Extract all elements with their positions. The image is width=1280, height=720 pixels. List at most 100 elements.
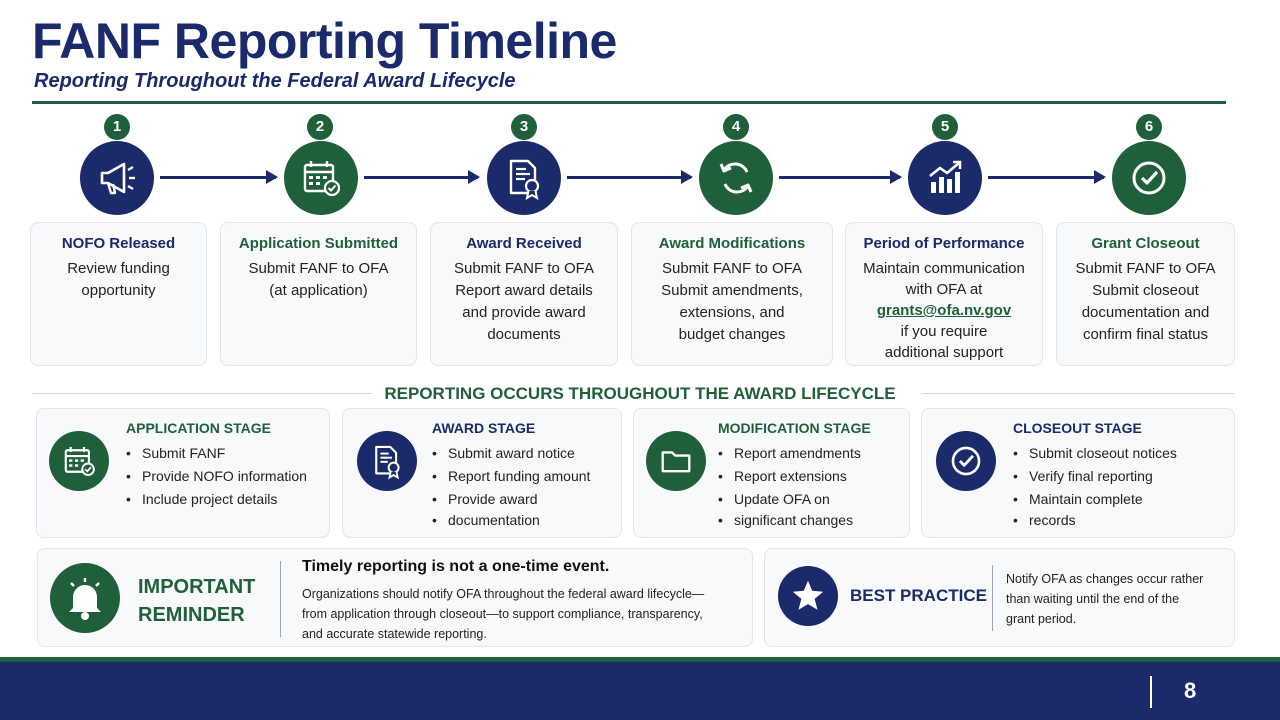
stage-card-closeout: CLOSEOUT STAGE Submit closeout notices V… (921, 408, 1235, 538)
stage-list: Submit award notice Report funding amoun… (432, 443, 590, 533)
divider-line-right (922, 393, 1234, 394)
calendar-check-icon (64, 446, 95, 477)
stage-card-modification: MODIFICATION STAGE Report amendments Rep… (633, 408, 910, 538)
step-number-6: 6 (1136, 114, 1162, 140)
arrow-3-4 (567, 170, 693, 184)
award-document-icon (375, 445, 400, 480)
best-practice-icon (778, 566, 838, 626)
list-item: Report amendments (718, 443, 861, 464)
page-subtitle: Reporting Throughout the Federal Award L… (34, 70, 516, 92)
step-number-2: 2 (307, 114, 333, 140)
step-desc: Submit FANF to OFA (661, 260, 803, 277)
check-circle-icon (951, 446, 981, 476)
step-icon-3 (487, 141, 561, 215)
step-number-1: 1 (104, 114, 130, 140)
step-icon-1 (80, 141, 154, 215)
stage-list: Report amendments Report extensions Upda… (718, 443, 861, 533)
check-circle-icon (1132, 161, 1166, 195)
step-card-3: Award Received Submit FANF to OFA Report… (430, 222, 618, 366)
award-document-icon (509, 159, 540, 201)
step-desc: additional support (884, 344, 1004, 361)
step-card-4: Award Modifications Submit FANF to OFA S… (631, 222, 833, 366)
best-practice-body: Notify OFA as changes occur rather than … (1006, 572, 1204, 626)
reminder-heading: Timely reporting is not a one-time event… (302, 558, 610, 575)
list-item: records (1013, 510, 1177, 531)
step-desc: with OFA at (905, 281, 983, 298)
page-title: FANF Reporting Timeline (32, 13, 617, 69)
list-item: Provide NOFO information (126, 466, 307, 487)
step-title: Application Submitted (238, 235, 399, 252)
stage-icon (49, 431, 109, 491)
step-number-3: 3 (511, 114, 537, 140)
step-desc: opportunity (81, 282, 156, 299)
star-icon (792, 580, 824, 610)
list-item: significant changes (718, 510, 861, 531)
important-reminder-panel: IMPORTANT REMINDER Timely reporting is n… (37, 548, 753, 647)
list-item: Report funding amount (432, 466, 590, 487)
email-link[interactable]: grants@ofa.nv.gov (876, 302, 1012, 319)
step-card-2: Application Submitted Submit FANF to OFA… (220, 222, 417, 366)
footer-bar: 8 (0, 662, 1280, 720)
list-item: Provide award (432, 489, 590, 510)
stage-title: MODIFICATION STAGE (718, 420, 871, 436)
stage-icon (646, 431, 706, 491)
page-number: 8 (1184, 678, 1197, 703)
best-practice-separator (992, 565, 993, 631)
reminder-body: Organizations should notify OFA througho… (302, 587, 705, 641)
best-practice-label: BEST PRACTICE (850, 586, 987, 605)
step-icon-2 (284, 141, 358, 215)
step-desc: if you require (900, 323, 988, 340)
arrow-2-3 (364, 170, 480, 184)
reminder-icon (50, 563, 120, 633)
best-practice-panel: BEST PRACTICE Notify OFA as changes occu… (764, 548, 1235, 647)
step-desc: Report award details (455, 282, 593, 299)
step-desc: Submit FANF to OFA (453, 260, 595, 277)
list-item: Submit FANF (126, 443, 307, 464)
list-item: documentation (432, 510, 590, 531)
stage-list: Submit closeout notices Verify final rep… (1013, 443, 1177, 533)
step-icon-5 (908, 141, 982, 215)
megaphone-icon (100, 162, 135, 195)
lifecycle-divider-label: REPORTING OCCURS THROUGHOUT THE AWARD LI… (384, 384, 896, 403)
step-title: NOFO Released (61, 235, 176, 252)
step-desc: Submit FANF to OFA (248, 260, 389, 277)
step-title: Grant Closeout (1091, 235, 1200, 252)
step-desc: budget changes (678, 326, 786, 343)
list-item: Report extensions (718, 466, 861, 487)
arrow-4-5 (779, 170, 902, 184)
step-card-5: Period of Performance Maintain communica… (845, 222, 1043, 366)
step-desc: Submit closeout (1092, 282, 1199, 299)
step-number-5: 5 (932, 114, 958, 140)
step-desc: confirm final status (1082, 326, 1209, 343)
stage-card-award: AWARD STAGE Submit award notice Report f… (342, 408, 622, 538)
step-card-6: Grant Closeout Submit FANF to OFA Submit… (1056, 222, 1235, 366)
stage-title: APPLICATION STAGE (126, 420, 271, 436)
step-title: Award Modifications (658, 235, 806, 252)
stage-title: CLOSEOUT STAGE (1013, 420, 1142, 436)
list-item: Update OFA on (718, 489, 861, 510)
list-item: Maintain complete (1013, 489, 1177, 510)
stage-card-application: APPLICATION STAGE Submit FANF Provide NO… (36, 408, 330, 538)
list-item: Verify final reporting (1013, 466, 1177, 487)
arrow-1-2 (160, 170, 278, 184)
step-desc: Maintain communication (863, 260, 1025, 277)
reminder-separator (280, 561, 281, 637)
title-divider (32, 101, 1226, 104)
refresh-icon (719, 162, 753, 194)
calendar-check-icon (303, 161, 341, 197)
step-desc: Submit amendments, (661, 282, 803, 299)
footer-accent (0, 657, 1280, 662)
step-title: Award Received (466, 235, 582, 252)
step-icon-4 (699, 141, 773, 215)
step-card-1: NOFO Released Review funding opportunity (30, 222, 207, 366)
stage-title: AWARD STAGE (432, 420, 536, 436)
footer-separator (1150, 676, 1152, 708)
step-desc: (at application) (269, 282, 368, 299)
growth-chart-icon (929, 160, 962, 193)
stage-icon (357, 431, 417, 491)
list-item: Submit closeout notices (1013, 443, 1177, 464)
folder-icon (661, 451, 691, 473)
bell-icon (69, 578, 101, 620)
step-number-4: 4 (723, 114, 749, 140)
step-desc: documents (487, 326, 561, 343)
